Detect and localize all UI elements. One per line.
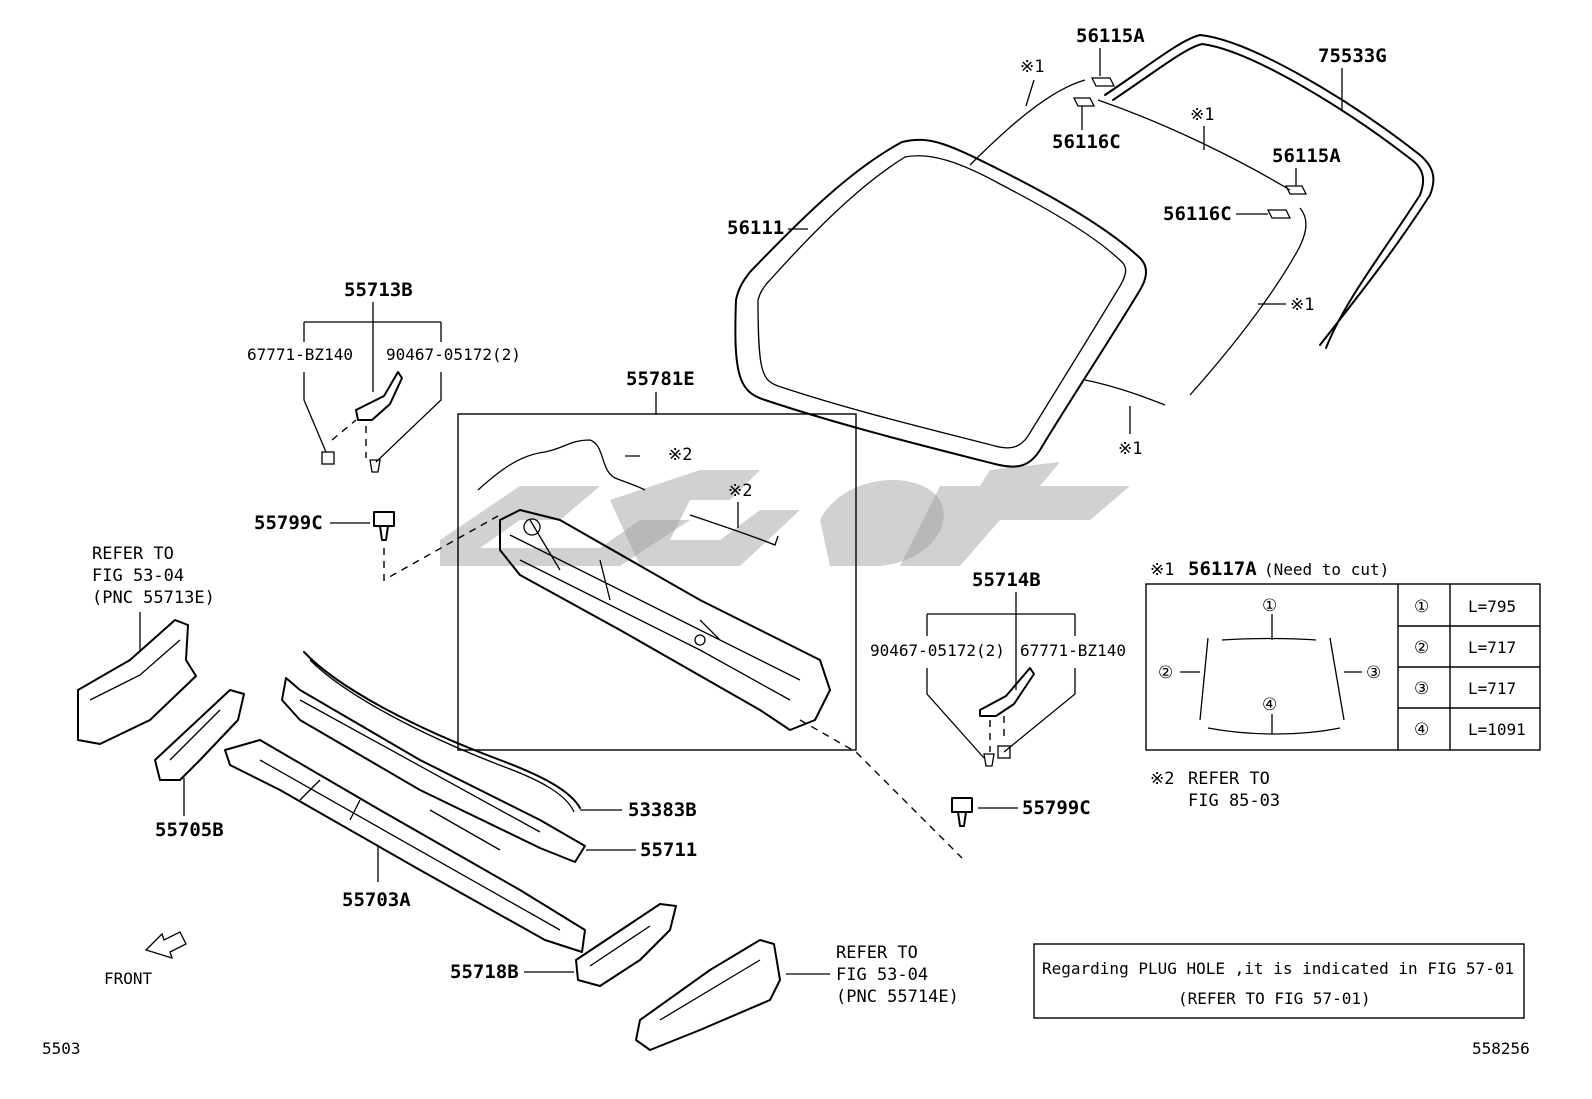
mark-1-c: ※1 (1290, 295, 1314, 315)
note2-line1: REFER TO (1188, 769, 1270, 789)
label-55781E: 55781E (626, 368, 695, 390)
label-55718B: 55718B (450, 961, 519, 983)
bolt-55799C-left[interactable]: 55799C (254, 511, 499, 582)
outer-molding[interactable] (1104, 34, 1435, 349)
right-apron-reference[interactable]: REFER TO FIG 53-04 (PNC 55714E) (635, 939, 959, 1051)
note2-mark: ※2 (1150, 769, 1174, 789)
label-55714B: 55714B (972, 569, 1041, 591)
cut-row-4-num: ④ (1414, 720, 1429, 740)
label-67771-right: 67771-BZ140 (1020, 641, 1126, 660)
label-56115A-top: 56115A (1076, 25, 1145, 47)
refer-right-line2: FIG 53-04 (836, 965, 928, 985)
cut-row-2-length: L=717 (1468, 638, 1516, 657)
cut-row-2-num: ② (1414, 638, 1429, 658)
cut-diag-num-1: ① (1262, 596, 1277, 616)
refer-left-line2: FIG 53-04 (92, 566, 184, 586)
label-55799C-left: 55799C (254, 512, 323, 534)
refer-right-line3: (PNC 55714E) (836, 987, 959, 1007)
label-67771-left: 67771-BZ140 (247, 345, 353, 364)
cut-row-1-num: ① (1414, 597, 1429, 617)
cut-table-part: 56117A (1188, 558, 1257, 580)
label-90467-right: 90467-05172(2) (870, 641, 1005, 660)
cut-diag-num-3: ③ (1366, 663, 1381, 683)
plug-hole-note: Regarding PLUG HOLE ,it is indicated in … (1033, 943, 1525, 1019)
label-56116C-right: 56116C (1163, 203, 1232, 225)
label-75533G: 75533G (1318, 45, 1387, 67)
mark-1-b: ※1 (1190, 105, 1214, 125)
panel-55703A[interactable]: 55703A (224, 739, 586, 953)
cut-diag-num-4: ④ (1262, 695, 1277, 715)
refer-left-line3: (PNC 55713E) (92, 588, 215, 608)
note-2: ※2 REFER TO FIG 85-03 (1150, 769, 1280, 811)
cut-row-1-length: L=795 (1468, 597, 1516, 616)
label-56115A-right: 56115A (1272, 145, 1341, 167)
trim-strips[interactable] (969, 79, 1307, 406)
cut-row-4-length: L=1091 (1468, 720, 1526, 739)
cut-row-3-length: L=717 (1468, 679, 1516, 698)
windshield-labels: 56115A 75533G ※1 56116C ※1 56115A 56116C… (727, 25, 1387, 459)
page-code: 5503 (42, 1039, 81, 1058)
cut-diag-num-2: ② (1158, 663, 1173, 683)
refer-right-line1: REFER TO (836, 943, 918, 963)
mark-2-a: ※2 (668, 445, 692, 465)
refer-left-line1: REFER TO (92, 544, 174, 564)
left-apron-reference[interactable]: REFER TO FIG 53-04 (PNC 55713E) (77, 544, 215, 745)
plug-note-line1: Regarding PLUG HOLE ,it is indicated in … (1042, 959, 1514, 978)
label-55713B: 55713B (344, 279, 413, 301)
mark-2-b: ※2 (728, 481, 752, 501)
front-arrow: FRONT (104, 931, 187, 988)
note2-line2: FIG 85-03 (1188, 791, 1280, 811)
label-55711: 55711 (640, 839, 697, 861)
bracket-55718B[interactable]: 55718B (450, 903, 677, 987)
mark-1-d: ※1 (1118, 439, 1142, 459)
windshield-glass[interactable] (734, 138, 1147, 468)
label-55799C-right: 55799C (1022, 797, 1091, 819)
bracket-55714B-group[interactable]: 55714B 90467-05172(2) 67771-BZ140 (870, 569, 1126, 767)
bolt-55799C-right[interactable]: 55799C (951, 797, 1091, 827)
mark-1-a: ※1 (1020, 57, 1044, 77)
label-55703A: 55703A (342, 889, 411, 911)
label-55705B: 55705B (155, 819, 224, 841)
cut-row-3-num: ③ (1414, 679, 1429, 699)
watermark-logo (440, 462, 1130, 566)
label-56111: 56111 (727, 217, 784, 239)
bracket-55713B-group[interactable]: 55713B 67771-BZ140 90467-05172(2) (247, 279, 521, 473)
bracket-55705B[interactable]: 55705B (154, 689, 245, 841)
cut-table-mark: ※1 (1150, 560, 1174, 580)
cut-length-table: ※1 56117A (Need to cut) ① ② ③ ④ ① L=795 … (1145, 558, 1541, 751)
seal-53383B[interactable]: 53383B (303, 651, 697, 821)
cowl-assembly-55781E[interactable]: 55781E ※2 ※2 (457, 368, 963, 859)
label-56116C-top: 56116C (1052, 131, 1121, 153)
cut-table-note: (Need to cut) (1264, 560, 1389, 579)
label-90467-left: 90467-05172(2) (386, 345, 521, 364)
label-53383B: 53383B (628, 799, 697, 821)
front-label: FRONT (104, 969, 153, 988)
plug-note-line2: (REFER TO FIG 57-01) (1178, 989, 1371, 1008)
panel-55711[interactable]: 55711 (281, 677, 697, 863)
clip-pieces[interactable] (1072, 77, 1308, 219)
diagram-id: 558256 (1472, 1039, 1530, 1058)
